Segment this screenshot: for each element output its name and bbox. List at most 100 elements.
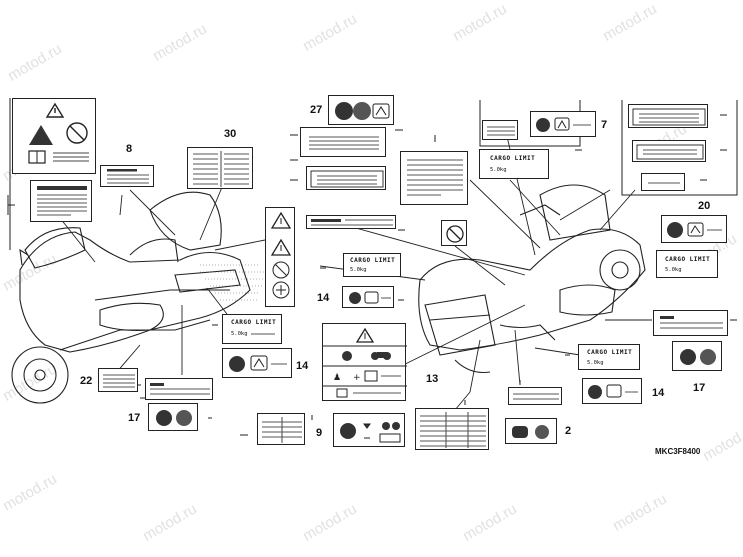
warning-triangle-icon: ♟ + bbox=[323, 327, 407, 398]
label-27 bbox=[328, 95, 394, 125]
text-lines-icon bbox=[660, 316, 723, 329]
circle-icons bbox=[340, 422, 401, 443]
label-17-right bbox=[672, 341, 722, 371]
cargo-limit-weight: 5.0kg bbox=[665, 267, 682, 273]
circle-icons bbox=[156, 410, 192, 426]
cargo-limit-title: CARGO LIMIT bbox=[490, 155, 536, 162]
cargo-limit-title: CARGO LIMIT bbox=[665, 256, 711, 263]
cargo-limit-label-center: CARGO LIMIT 5.0kg bbox=[343, 253, 401, 277]
text-lines-icon bbox=[513, 393, 559, 400]
circle-icons bbox=[349, 291, 391, 304]
circle-icons bbox=[667, 222, 722, 238]
warning-triangle-icon bbox=[28, 102, 89, 164]
svg-text:♟: ♟ bbox=[333, 373, 341, 383]
callout-9: 9 bbox=[316, 427, 323, 439]
callout-8: 8 bbox=[126, 143, 133, 155]
text-label-right-middle bbox=[653, 310, 728, 336]
cargo-limit-title: CARGO LIMIT bbox=[587, 349, 633, 356]
cargo-limit-label-left: CARGO LIMIT 5.0kg bbox=[222, 314, 282, 344]
circle-icons bbox=[229, 355, 287, 372]
cargo-limit-title: CARGO LIMIT bbox=[350, 257, 396, 264]
text-strip-left bbox=[145, 378, 213, 400]
text-label-right-3 bbox=[641, 173, 685, 191]
label-9 bbox=[333, 413, 405, 447]
text-label-center-1 bbox=[300, 127, 386, 157]
text-label-tall bbox=[400, 151, 468, 205]
callout-14-left: 14 bbox=[296, 360, 309, 372]
text-lines-icon bbox=[632, 108, 706, 126]
text-lines-icon bbox=[309, 136, 379, 150]
label-7 bbox=[530, 111, 596, 137]
text-lines-icon bbox=[487, 126, 515, 136]
callout-13: 13 bbox=[426, 373, 439, 385]
text-strip-center bbox=[306, 215, 396, 229]
text-lines-icon bbox=[407, 159, 463, 196]
cargo-limit-weight: 5.0kg bbox=[587, 360, 604, 366]
text-label-top-center bbox=[482, 120, 518, 140]
label-14-left bbox=[222, 348, 292, 378]
text-lines-icon bbox=[103, 374, 135, 388]
label-13: ♟ + bbox=[322, 323, 407, 401]
cargo-limit-title: CARGO LIMIT bbox=[231, 319, 277, 326]
text-label-center-2 bbox=[306, 166, 386, 190]
spec-table-icon bbox=[420, 412, 486, 448]
tall-warning-label bbox=[265, 207, 295, 307]
label-14-center bbox=[342, 286, 394, 308]
prohibition-label bbox=[441, 220, 467, 246]
text-lines-icon bbox=[310, 170, 384, 188]
warning-label-large bbox=[12, 98, 96, 174]
circle-icons bbox=[512, 425, 549, 439]
left-motorcycle-drawing bbox=[11, 191, 251, 404]
label-20 bbox=[661, 215, 727, 243]
prohibited-icon bbox=[446, 225, 464, 243]
right-motorcycle-drawing bbox=[418, 184, 646, 374]
callout-17-right: 17 bbox=[693, 382, 706, 394]
svg-text:+: + bbox=[353, 373, 361, 383]
circle-icons bbox=[536, 117, 591, 132]
callout-14-right: 14 bbox=[652, 387, 665, 399]
cargo-limit-label-top: CARGO LIMIT 5.0kg bbox=[479, 149, 549, 179]
cargo-limit-label-right: CARGO LIMIT 5.0kg bbox=[656, 250, 718, 278]
text-lines-icon bbox=[648, 182, 680, 184]
callout-20: 20 bbox=[698, 200, 711, 212]
spec-table-small bbox=[257, 413, 305, 445]
spec-table-bottom bbox=[415, 408, 489, 450]
callout-14-center: 14 bbox=[317, 292, 330, 304]
spec-table-icon bbox=[193, 151, 249, 187]
text-lines-icon bbox=[37, 186, 87, 216]
line-icon bbox=[251, 333, 275, 335]
callout-22: 22 bbox=[80, 375, 93, 387]
dash-marks bbox=[7, 114, 737, 436]
label-2 bbox=[505, 418, 557, 444]
text-lines-icon bbox=[636, 144, 704, 160]
text-label-right-2 bbox=[632, 140, 706, 162]
label-17-left bbox=[148, 403, 198, 431]
label-8 bbox=[100, 165, 154, 187]
cargo-limit-weight: 5.0kg bbox=[350, 267, 367, 273]
callout-27: 27 bbox=[310, 104, 323, 116]
warning-triangle-icon bbox=[270, 211, 292, 299]
text-lines-icon bbox=[311, 219, 393, 226]
callout-17-left: 17 bbox=[128, 412, 141, 424]
callout-30: 30 bbox=[224, 128, 237, 140]
callout-2: 2 bbox=[565, 425, 572, 437]
callout-7: 7 bbox=[601, 119, 608, 131]
text-lines-icon bbox=[150, 383, 210, 395]
hatching bbox=[200, 264, 265, 301]
spec-table-icon bbox=[262, 417, 302, 443]
label-22 bbox=[98, 368, 138, 392]
circle-icons bbox=[588, 384, 638, 399]
diagram-code: MKC3F8400 bbox=[655, 447, 701, 456]
text-label-right-1 bbox=[628, 104, 708, 128]
text-label-left bbox=[30, 180, 92, 222]
circle-icons bbox=[335, 102, 390, 120]
text-lines-icon bbox=[107, 169, 149, 184]
circle-icons bbox=[680, 349, 716, 365]
small-text-label bbox=[508, 387, 562, 405]
cargo-limit-weight: 5.0kg bbox=[490, 167, 507, 173]
cargo-limit-weight: 5.0kg bbox=[231, 331, 248, 337]
label-14-right bbox=[582, 378, 642, 404]
